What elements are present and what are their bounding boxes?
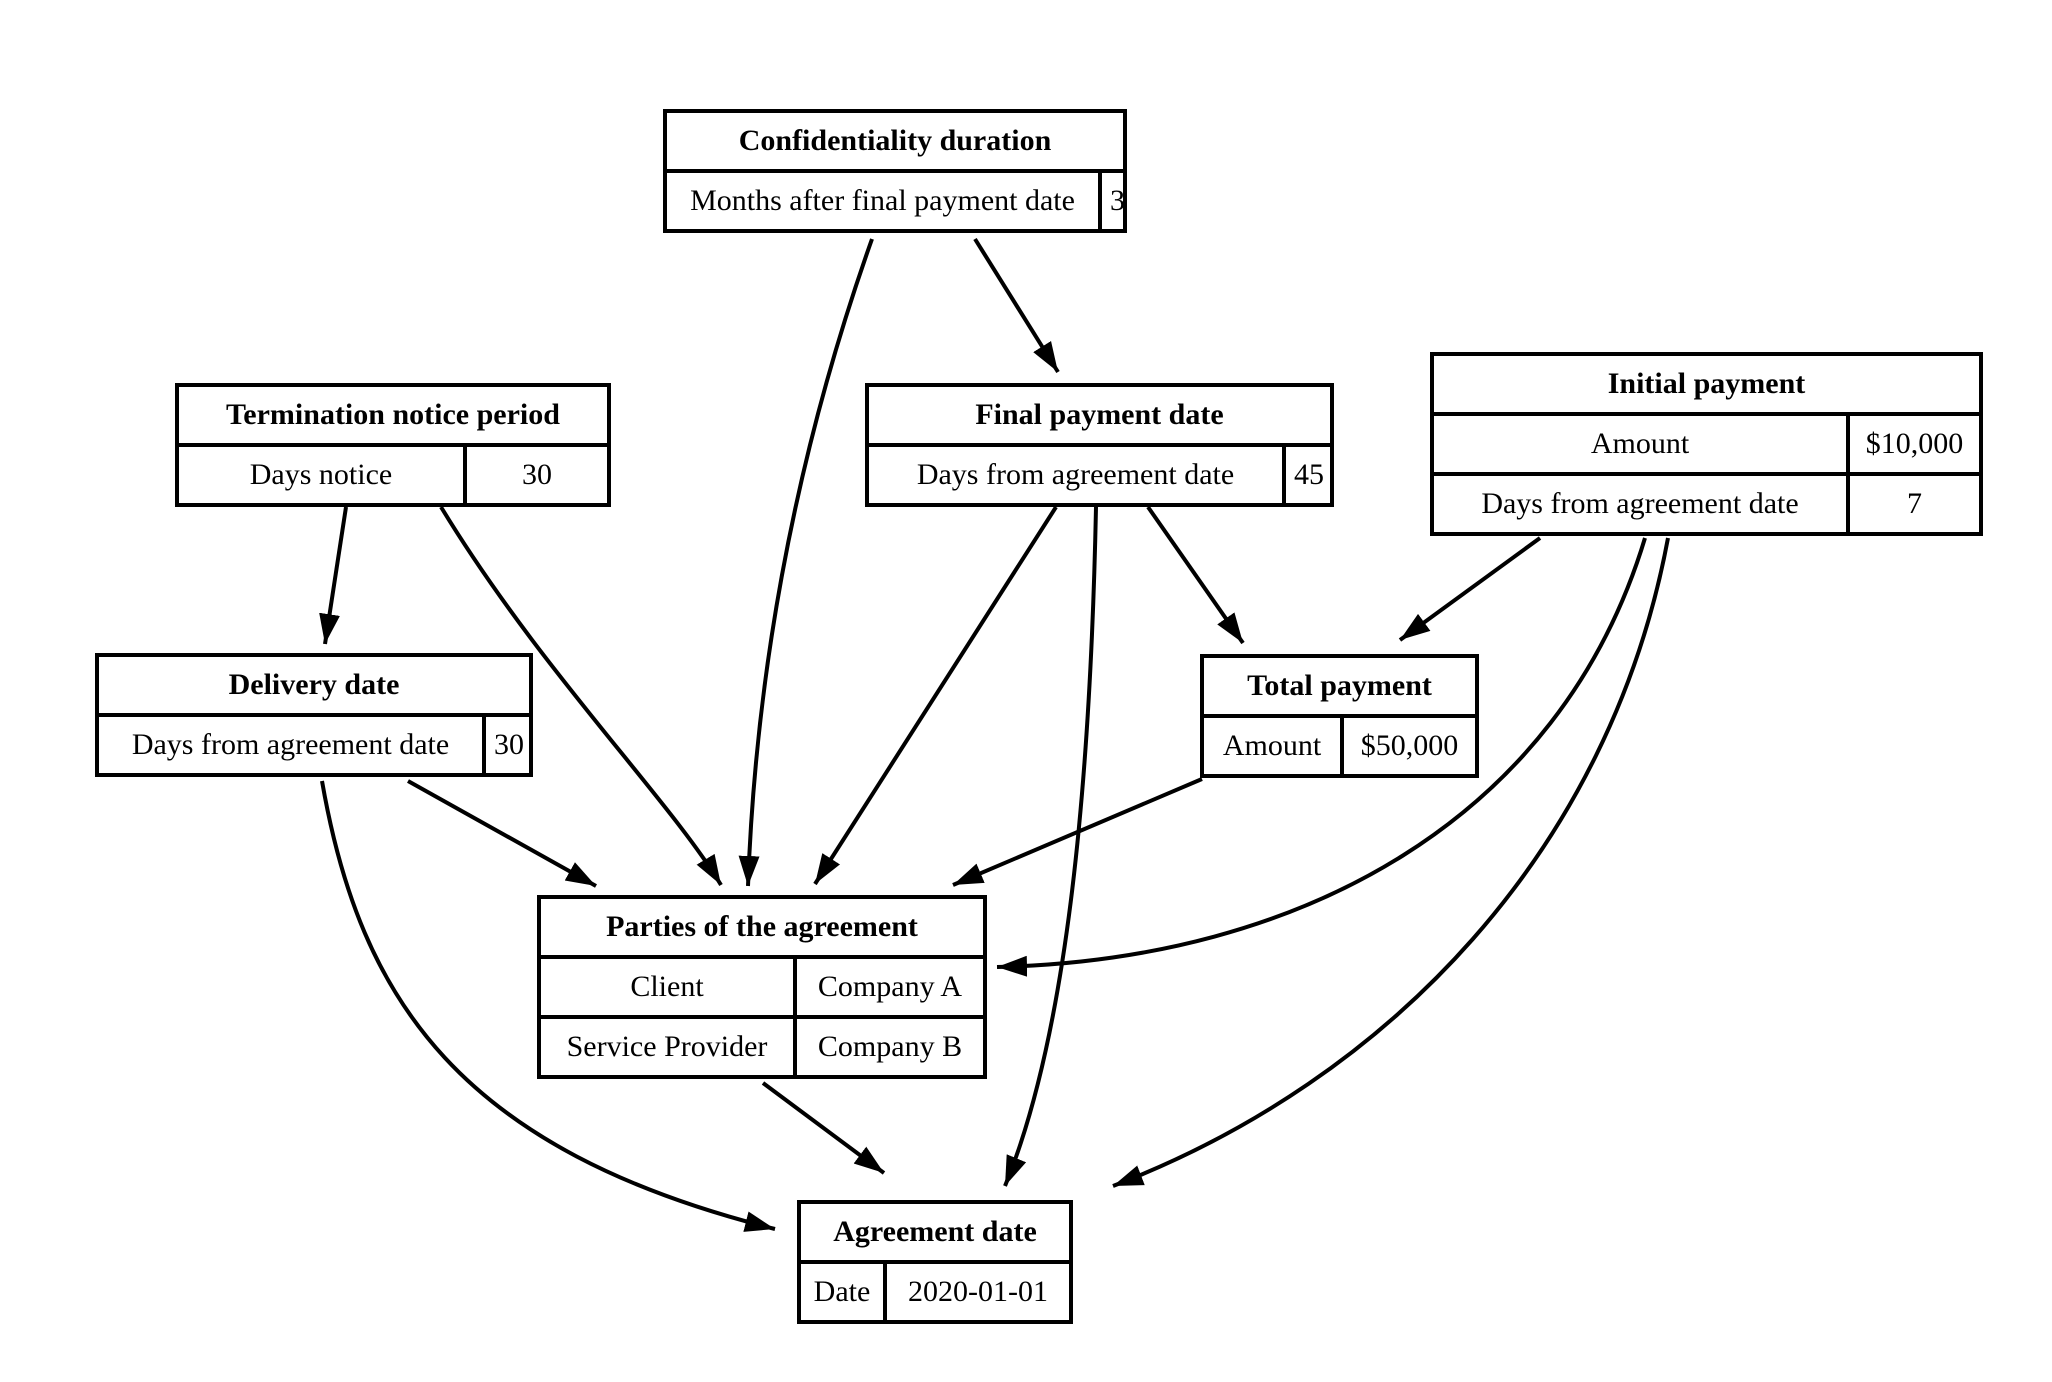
node-title: Total payment <box>1200 654 1479 718</box>
edge-parties-to-agreement <box>761 1081 886 1175</box>
node-title: Agreement date <box>797 1200 1073 1264</box>
cell-label: Days notice <box>175 443 467 507</box>
edge-final-payment-to-agreement <box>1003 506 1098 1187</box>
cell-label: Date <box>797 1260 887 1324</box>
cell-value: 30 <box>482 713 533 777</box>
cell-label: Days from agreement date <box>1430 472 1850 536</box>
edge-confidentiality-to-parties <box>738 238 874 887</box>
node-title: Delivery date <box>95 653 533 717</box>
cell-label: Service Provider <box>537 1015 797 1079</box>
edge-initial-payment-to-total-payment <box>1398 536 1542 642</box>
node-parties-of-the-agreement: Parties of the agreement Client Company … <box>537 895 987 1079</box>
edge-initial-payment-to-agreement <box>1112 537 1670 1188</box>
cell-label: Days from agreement date <box>95 713 486 777</box>
node-final-payment-date: Final payment date Days from agreement d… <box>865 383 1334 507</box>
cell-value: $50,000 <box>1340 714 1479 778</box>
edge-final-payment-to-total-payment <box>1146 505 1245 645</box>
edge-final-payment-to-parties <box>813 505 1058 886</box>
edge-termination-to-delivery <box>319 506 348 645</box>
node-title: Initial payment <box>1430 352 1983 416</box>
cell-label: Amount <box>1430 412 1850 476</box>
cell-value: 7 <box>1846 472 1983 536</box>
cell-value: Company B <box>793 1015 987 1079</box>
cell-label: Days from agreement date <box>865 443 1286 507</box>
edge-termination-to-parties <box>439 505 723 887</box>
cell-value: 3 <box>1098 169 1127 233</box>
node-title: Final payment date <box>865 383 1334 447</box>
node-agreement-date: Agreement date Date 2020-01-01 <box>797 1200 1073 1324</box>
edge-delivery-to-agreement <box>320 780 776 1232</box>
node-termination-notice-period: Termination notice period Days notice 30 <box>175 383 611 507</box>
cell-label: Months after final payment date <box>663 169 1102 233</box>
cell-value: 45 <box>1282 443 1334 507</box>
cell-label: Client <box>537 955 797 1019</box>
node-initial-payment: Initial payment Amount $10,000 Days from… <box>1430 352 1983 536</box>
cell-label: Amount <box>1200 714 1344 778</box>
cell-value: 2020-01-01 <box>883 1260 1073 1324</box>
node-title: Parties of the agreement <box>537 895 987 959</box>
edge-delivery-to-parties <box>407 779 597 888</box>
node-title: Termination notice period <box>175 383 611 447</box>
edge-confidentiality-to-final-payment <box>973 237 1060 374</box>
cell-value: Company A <box>793 955 987 1019</box>
node-confidentiality-duration: Confidentiality duration Months after fi… <box>663 109 1127 233</box>
cell-value: 30 <box>463 443 611 507</box>
node-total-payment: Total payment Amount $50,000 <box>1200 654 1479 778</box>
node-delivery-date: Delivery date Days from agreement date 3… <box>95 653 533 777</box>
edge-total-payment-to-parties <box>952 777 1203 887</box>
edge-initial-payment-to-parties <box>996 537 1647 977</box>
cell-value: $10,000 <box>1846 412 1983 476</box>
node-title: Confidentiality duration <box>663 109 1127 173</box>
